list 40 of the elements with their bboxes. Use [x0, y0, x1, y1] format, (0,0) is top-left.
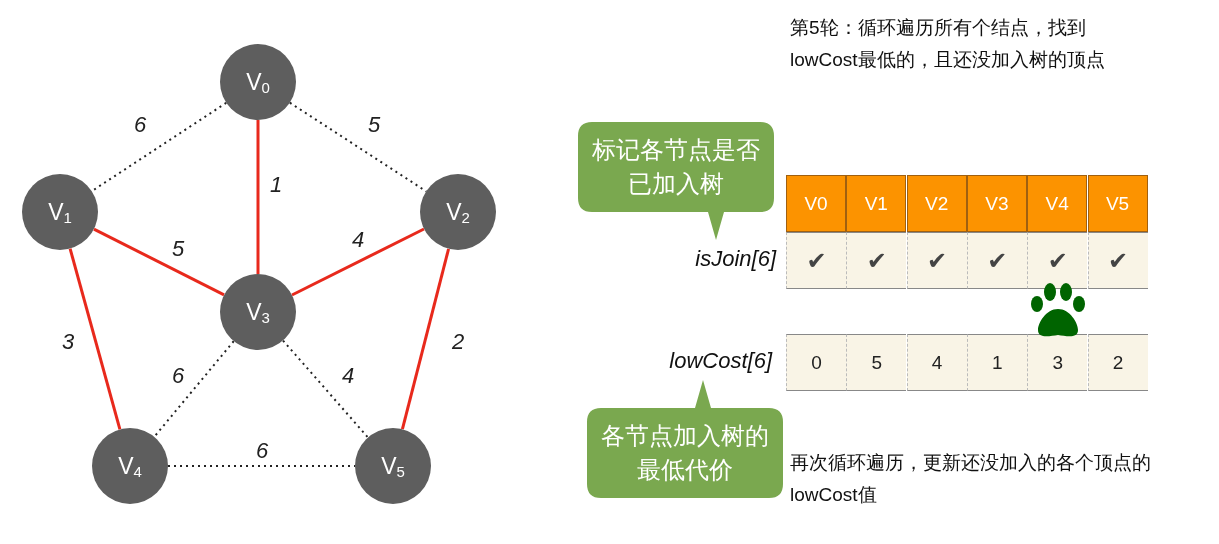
check-cell: ✔ — [966, 232, 1027, 289]
vertex-label: V$_{0}$ — [246, 68, 270, 96]
edge-line — [93, 227, 225, 297]
table-cell: 1 — [966, 334, 1027, 391]
table-cell: 5 — [846, 334, 907, 391]
check-cell: ✔ — [906, 232, 967, 289]
vertex-label: V$_{4}$ — [118, 452, 142, 480]
callout-text: 标记各节点是否已加入树 — [592, 135, 760, 199]
table-header: V2 — [906, 175, 967, 232]
check-cell: ✔ — [786, 232, 846, 289]
dotted-edge — [282, 339, 369, 439]
table-header: V0 — [786, 175, 846, 232]
edge-line — [68, 248, 122, 430]
vertex-label: V$_{2}$ — [446, 198, 470, 226]
table-cell: 2 — [1087, 334, 1148, 391]
row-label: isJoin[6] — [694, 246, 776, 272]
table-cell: 3 — [1027, 334, 1088, 391]
table-cell: 0 — [786, 334, 846, 391]
table-header: V4 — [1027, 175, 1088, 232]
table-header: V1 — [846, 175, 907, 232]
vertex-circle — [220, 274, 296, 350]
edge-line — [291, 227, 425, 297]
speech-bubble — [578, 122, 774, 240]
note-text: 第5轮：循环遍历所有个结点，找到lowCost最低的，且还没加入树的顶点 — [790, 16, 1106, 72]
table-header: V5 — [1087, 175, 1148, 232]
speech-bubble — [587, 380, 783, 498]
vertex-label: V$_{5}$ — [381, 452, 405, 480]
callout-text: 各节点加入树的最低代价 — [601, 421, 769, 485]
vertex-label: V$_{1}$ — [48, 198, 72, 226]
check-cell: ✔ — [1087, 232, 1148, 289]
vertex-label: V$_{3}$ — [246, 298, 270, 326]
dotted-edge — [153, 340, 235, 438]
table-header: V3 — [966, 175, 1027, 232]
edge-line — [256, 120, 260, 274]
check-cell: ✔ — [846, 232, 907, 289]
row-label: lowCost[6] — [668, 348, 772, 374]
check-cell: ✔ — [1027, 232, 1088, 289]
edge-line — [400, 248, 451, 430]
table-cell: 4 — [906, 334, 967, 391]
note-text: 再次循环遍历，更新还没加入的各个顶点的lowCost值 — [790, 451, 1152, 507]
